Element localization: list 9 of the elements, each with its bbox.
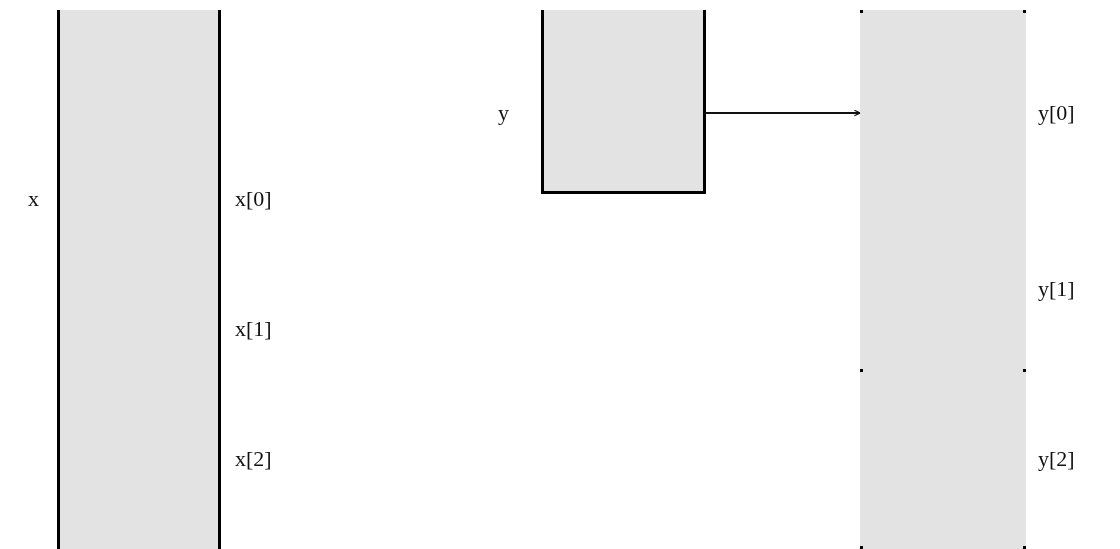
variable-label: y xyxy=(498,102,509,124)
index-label: y[1] xyxy=(1038,278,1075,300)
index-label: y[0] xyxy=(1038,102,1075,124)
index-label: x[0] xyxy=(235,188,272,210)
arrow xyxy=(705,109,861,117)
index-label: y[2] xyxy=(1038,448,1075,470)
variable-label: x xyxy=(28,188,39,210)
index-label: x[2] xyxy=(235,448,272,470)
index-label: x[1] xyxy=(235,318,272,340)
